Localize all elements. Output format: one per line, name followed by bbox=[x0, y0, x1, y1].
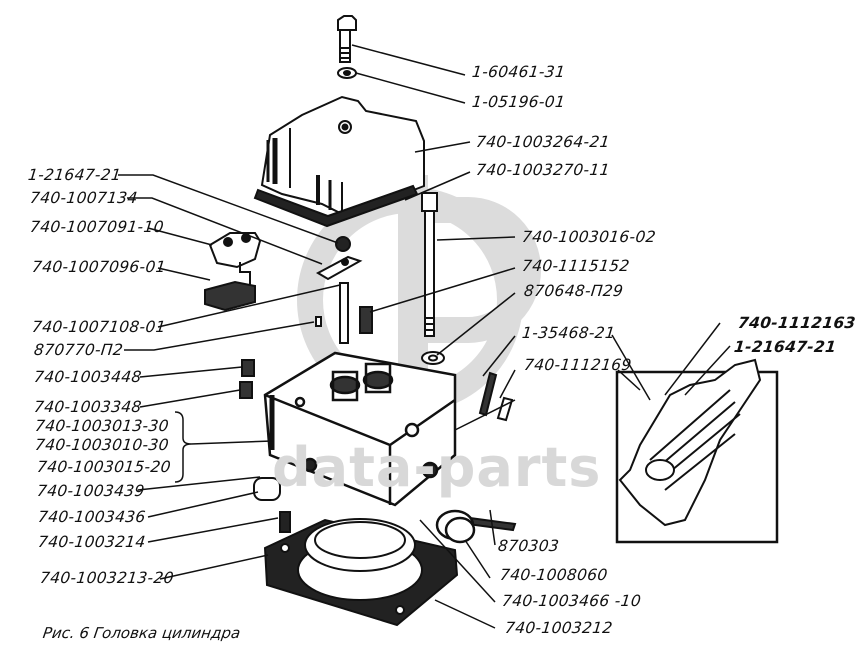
label-dowel: 740-1003439 bbox=[36, 482, 146, 500]
label-cover-gasket: 740-1003270-11 bbox=[475, 161, 611, 179]
label-valve-cover: 740-1003264-21 bbox=[475, 133, 611, 151]
label-nut-left: 1-21647-21 bbox=[27, 166, 123, 184]
label-spring: 740-1115152 bbox=[521, 257, 631, 275]
cylinder-head-part bbox=[263, 351, 457, 507]
label-washer-top: 1-05196-01 bbox=[471, 93, 567, 111]
label-head-group-1: 740-1003013-30 bbox=[34, 417, 170, 435]
label-pin: 870770-П2 bbox=[33, 341, 125, 359]
watermark-text: data-parts bbox=[272, 436, 602, 499]
bracket-plate-part bbox=[315, 236, 363, 281]
label-head-gasket: 740-1003213-20 bbox=[39, 569, 175, 587]
leader-lines bbox=[118, 44, 731, 629]
head-gasket-part bbox=[263, 518, 459, 627]
label-plug-side: 740-1003436 bbox=[37, 508, 147, 526]
valve-cover-part bbox=[253, 95, 425, 228]
head-bolt-part bbox=[421, 192, 445, 365]
label-stud: 740-1007108-01 bbox=[31, 318, 167, 336]
label-bolt-washer: 870648-П29 bbox=[523, 282, 625, 300]
label-rocker-assembly: 740-1007096-01 bbox=[31, 258, 167, 276]
label-nozzle-sleeve: 740-1003214 bbox=[37, 533, 147, 551]
label-bolt: 1-60461-31 bbox=[471, 63, 567, 81]
figure-caption: Рис. 6 Головка цилиндра bbox=[41, 624, 242, 642]
label-rocker-shaft-post: 740-1007091-10 bbox=[29, 218, 165, 236]
stud-spring-part bbox=[315, 282, 373, 344]
label-head-bolt: 740-1003016-02 bbox=[521, 228, 657, 246]
label-head-group-2: 740-1003010-30 bbox=[34, 436, 170, 454]
label-bracket-plate: 740-1007134 bbox=[29, 189, 139, 207]
label-inj-stud: 1-35468-21 bbox=[521, 324, 617, 342]
label-inset-nut: 1-21647-21 bbox=[733, 338, 838, 356]
plugs-part bbox=[239, 359, 291, 533]
bolt-part bbox=[337, 15, 357, 79]
label-ring-seal: 740-1003466 -10 bbox=[501, 592, 642, 610]
seat-ring-part bbox=[435, 509, 476, 544]
label-plug-lower: 740-1003348 bbox=[33, 398, 143, 416]
rocker-assembly-part bbox=[204, 232, 262, 312]
label-stud-small: 870303 bbox=[497, 537, 561, 555]
label-plug-upper: 740-1003448 bbox=[33, 368, 143, 386]
inset-detail bbox=[615, 358, 779, 544]
label-gasket-plate: 740-1003212 bbox=[504, 619, 614, 637]
label-inset-injector: 740-1112163 bbox=[737, 314, 857, 332]
label-inj-nut: 740-1112169 bbox=[523, 356, 633, 374]
label-head-group-3: 740-1003015-20 bbox=[36, 458, 172, 476]
label-seat-ring: 740-1008060 bbox=[499, 566, 609, 584]
